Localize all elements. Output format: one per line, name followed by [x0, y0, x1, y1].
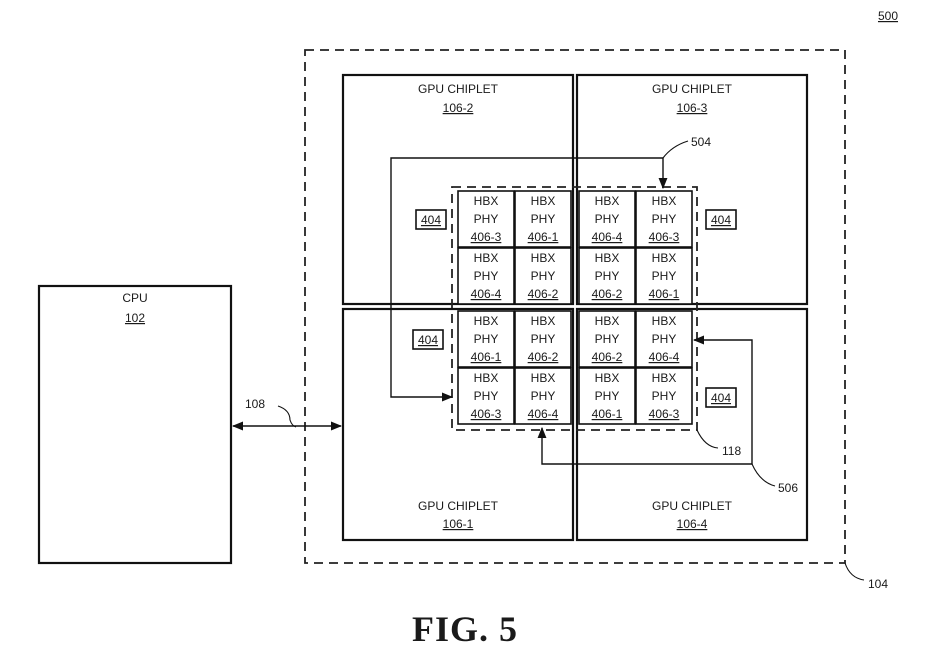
phy-ref: 406-3	[471, 407, 502, 421]
chiplet-ref: 106-1	[443, 517, 474, 531]
phy-line-phy: PHY	[531, 212, 556, 226]
cpu-label: CPU	[122, 291, 147, 305]
phy-line-hbx: HBX	[531, 251, 556, 265]
controller-box-bottom-left: 404	[412, 329, 444, 350]
hbx-phy-cell: HBX PHY 406-4	[635, 310, 693, 368]
phy-line-phy: PHY	[531, 332, 556, 346]
controller-box-top-left: 404	[415, 209, 447, 230]
hbx-phy-cell: HBX PHY 406-2	[514, 247, 572, 305]
phy-line-hbx: HBX	[652, 371, 677, 385]
controller-ref: 404	[421, 213, 441, 227]
package-boundary	[304, 49, 846, 564]
link-ref-leader: 108	[245, 397, 297, 428]
controller-ref: 404	[711, 391, 731, 405]
package-ref-leader: 104	[844, 562, 888, 591]
phy-line-hbx: HBX	[474, 251, 499, 265]
phy-line-hbx: HBX	[595, 314, 620, 328]
phy-ref: 406-2	[528, 287, 559, 301]
phy-line-hbx: HBX	[474, 314, 499, 328]
phy-ref: 406-4	[471, 287, 502, 301]
phy-line-hbx: HBX	[595, 194, 620, 208]
phy-line-hbx: HBX	[474, 194, 499, 208]
hbx-phy-cell: HBX PHY 406-4	[457, 247, 515, 305]
phy-line-phy: PHY	[474, 389, 499, 403]
path-504-ref-leader: 504	[662, 135, 711, 159]
phy-line-phy: PHY	[652, 332, 677, 346]
phy-ref: 406-4	[592, 230, 623, 244]
phy-ref: 406-3	[649, 407, 680, 421]
phy-line-hbx: HBX	[652, 314, 677, 328]
phy-ref: 406-3	[649, 230, 680, 244]
controller-ref: 404	[711, 213, 731, 227]
chiplet-label: GPU CHIPLET	[652, 499, 733, 513]
hbx-phy-cell: HBX PHY 406-1	[635, 247, 693, 305]
hbx-phy-cell: HBX PHY 406-4	[578, 190, 636, 248]
phy-line-hbx: HBX	[595, 251, 620, 265]
hbx-phy-grid: HBXPHY406-3HBXPHY406-1HBXPHY406-4HBXPHY4…	[457, 190, 693, 425]
phy-line-phy: PHY	[595, 332, 620, 346]
chiplet-label: GPU CHIPLET	[418, 499, 499, 513]
phy-line-hbx: HBX	[652, 251, 677, 265]
hbx-phy-cell: HBX PHY 406-1	[514, 190, 572, 248]
phy-line-hbx: HBX	[531, 314, 556, 328]
package-ref: 104	[868, 577, 888, 591]
chiplet-label: GPU CHIPLET	[652, 82, 733, 96]
hbx-phy-cell: HBX PHY 406-2	[578, 310, 636, 368]
bridge-chiplet	[451, 186, 698, 431]
phy-line-phy: PHY	[652, 212, 677, 226]
phy-line-phy: PHY	[474, 212, 499, 226]
phy-line-hbx: HBX	[474, 371, 499, 385]
phy-ref: 406-1	[649, 287, 680, 301]
figure-ref-number: 500	[878, 9, 898, 23]
phy-line-hbx: HBX	[531, 194, 556, 208]
phy-ref: 406-2	[592, 350, 623, 364]
phy-ref: 406-3	[471, 230, 502, 244]
chiplet-ref: 106-4	[677, 517, 708, 531]
chiplet-ref: 106-2	[443, 101, 474, 115]
phy-line-phy: PHY	[652, 269, 677, 283]
link-ref: 108	[245, 397, 265, 411]
hbx-phy-cell: HBX PHY 406-3	[457, 367, 515, 425]
phy-ref: 406-2	[528, 350, 559, 364]
phy-ref: 406-1	[528, 230, 559, 244]
hbx-phy-cell: HBX PHY 406-3	[635, 367, 693, 425]
phy-line-phy: PHY	[595, 212, 620, 226]
phy-ref: 406-1	[592, 407, 623, 421]
hbx-phy-cell: HBX PHY 406-4	[514, 367, 572, 425]
cpu-block: CPU 102	[37, 284, 233, 565]
hbx-phy-cell: HBX PHY 406-3	[635, 190, 693, 248]
controller-ref: 404	[418, 333, 438, 347]
phy-line-phy: PHY	[474, 332, 499, 346]
phy-ref: 406-4	[649, 350, 680, 364]
routing-path-504	[390, 157, 663, 402]
phy-ref: 406-2	[592, 287, 623, 301]
phy-line-hbx: HBX	[595, 371, 620, 385]
hbx-phy-cell: HBX PHY 406-1	[457, 310, 515, 368]
controller-box-bottom-right: 404	[705, 387, 737, 408]
chiplet-label: GPU CHIPLET	[418, 82, 499, 96]
hbx-phy-cell: HBX PHY 406-2	[578, 247, 636, 305]
path-504-ref: 504	[691, 135, 711, 149]
phy-line-phy: PHY	[474, 269, 499, 283]
controller-box-top-right: 404	[705, 209, 737, 230]
phy-ref: 406-4	[528, 407, 559, 421]
phy-line-hbx: HBX	[531, 371, 556, 385]
phy-line-phy: PHY	[531, 269, 556, 283]
path-506-ref: 506	[778, 481, 798, 495]
hbx-phy-cell: HBX PHY 406-1	[578, 367, 636, 425]
phy-line-hbx: HBX	[652, 194, 677, 208]
phy-line-phy: PHY	[595, 389, 620, 403]
figure-caption: FIG. 5	[412, 609, 518, 649]
phy-line-phy: PHY	[531, 389, 556, 403]
phy-ref: 406-1	[471, 350, 502, 364]
bridge-ref: 118	[722, 444, 741, 458]
hbx-phy-cell: HBX PHY 406-3	[457, 190, 515, 248]
hbx-phy-cell: HBX PHY 406-2	[514, 310, 572, 368]
cpu-ref: 102	[125, 311, 145, 325]
path-506-ref-leader: 506	[751, 463, 798, 495]
chiplet-ref: 106-3	[677, 101, 708, 115]
phy-line-phy: PHY	[595, 269, 620, 283]
phy-line-phy: PHY	[652, 389, 677, 403]
